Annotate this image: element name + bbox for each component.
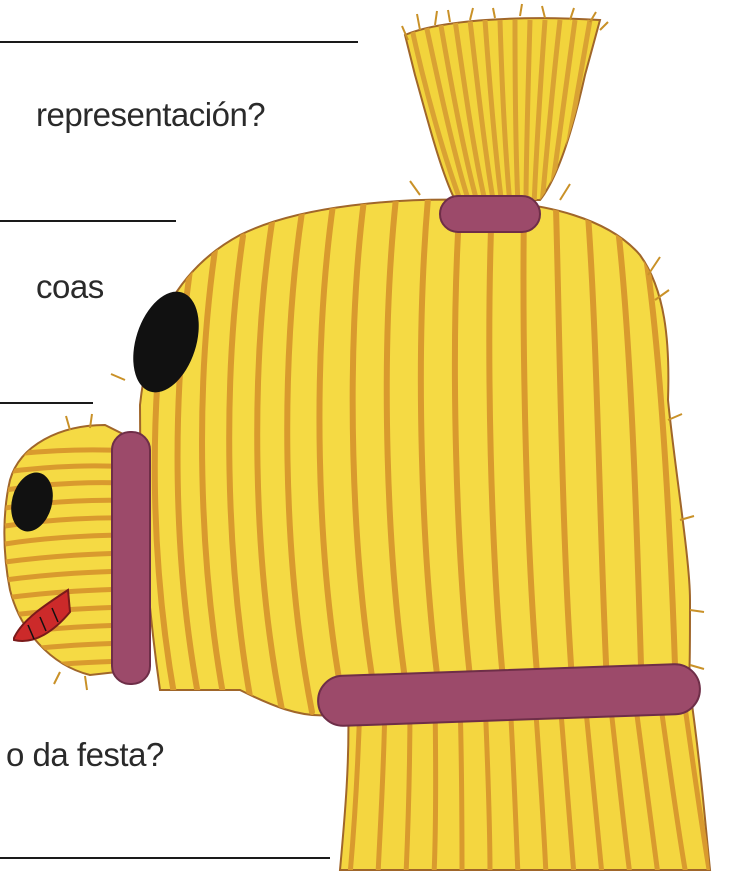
neck-band xyxy=(111,431,151,685)
top-tuft xyxy=(401,3,609,201)
answer-line-1 xyxy=(0,41,358,43)
eye-icon xyxy=(133,291,199,393)
answer-line-3 xyxy=(0,402,93,404)
straw-body xyxy=(110,180,705,717)
nostril-icon xyxy=(11,472,53,532)
bottom-band xyxy=(317,663,701,727)
question-text-2: coas xyxy=(36,268,104,305)
question-text-3: o da festa? xyxy=(6,736,164,773)
question-text-1: representación? xyxy=(36,96,266,133)
answer-line-4 xyxy=(0,857,330,859)
mouth-icon xyxy=(13,588,72,642)
top-band xyxy=(439,195,541,233)
straw-skirt xyxy=(338,688,712,871)
answer-line-2 xyxy=(0,220,176,222)
